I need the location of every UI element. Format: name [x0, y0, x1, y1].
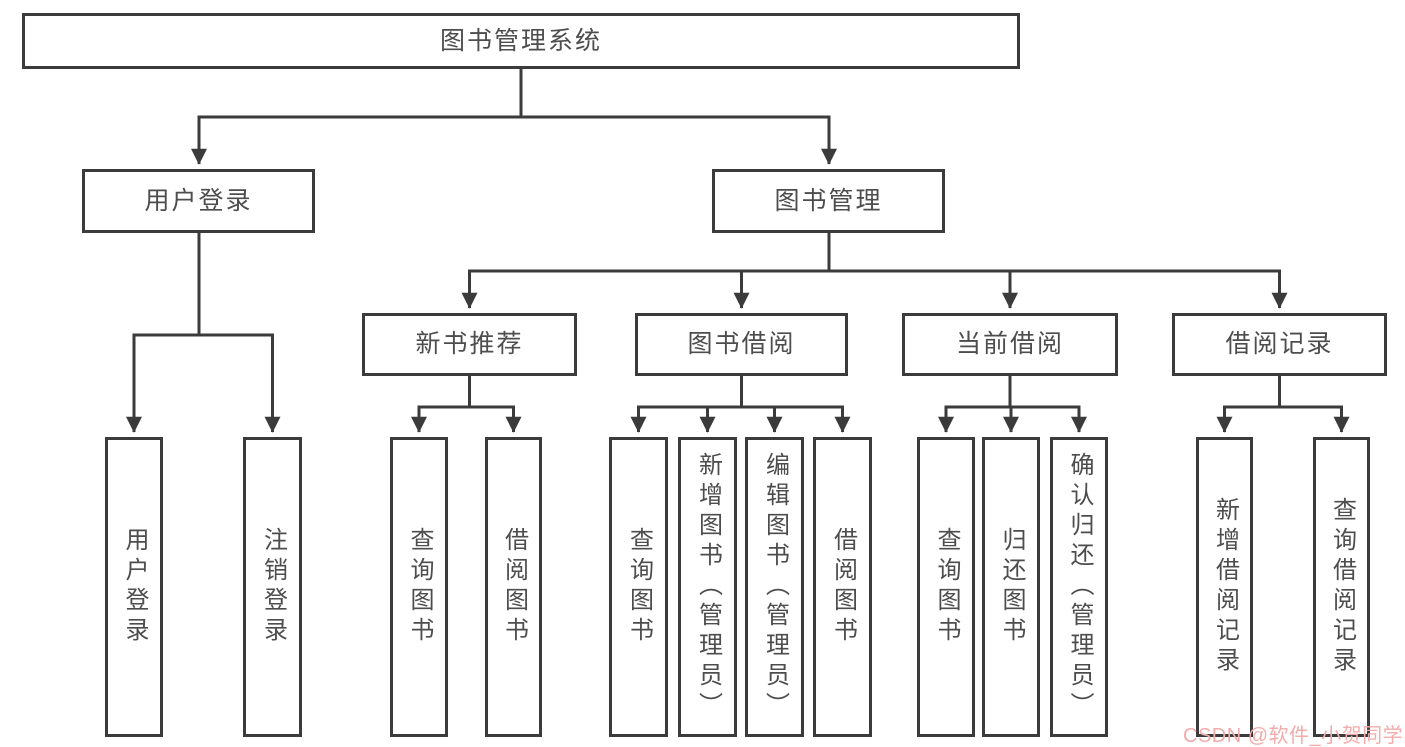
- node-user-login-label: 用户登录: [144, 186, 253, 215]
- leaf-nbr-query-books: 查询图书: [390, 437, 448, 737]
- leaf-bb-borrow-books-label: 借阅图书: [829, 527, 857, 647]
- node-system-root: 图书管理系统: [22, 13, 1020, 69]
- leaf-user-login-label: 用户登录: [121, 527, 148, 647]
- leaf-logout-label: 注销登录: [259, 527, 287, 647]
- node-current-borrowing: 当前借阅: [902, 313, 1118, 376]
- node-system-root-label: 图书管理系统: [439, 26, 602, 55]
- node-book-management-label: 图书管理: [774, 186, 883, 215]
- leaf-br-query-record: 查询借阅记录: [1313, 437, 1370, 737]
- leaf-nbr-borrow-books: 借阅图书: [485, 437, 542, 737]
- node-borrowing-records: 借阅记录: [1172, 313, 1387, 376]
- connector-borrowrecords-to-leaves: [1216, 376, 1350, 433]
- connector-bookborrow-to-leaves: [630, 376, 851, 433]
- connector-userlogin-to-leaves: [126, 233, 281, 433]
- leaf-bb-add-books-admin: 新增图书（管理员）: [678, 437, 737, 737]
- node-user-login: 用户登录: [82, 169, 315, 233]
- leaf-cb-query-books: 查询图书: [917, 437, 975, 737]
- leaf-nbr-query-books-label: 查询图书: [406, 527, 433, 647]
- leaf-cb-return-books-label: 归还图书: [998, 527, 1025, 647]
- node-new-book-recommendation: 新书推荐: [362, 313, 577, 376]
- node-borrowing-records-label: 借阅记录: [1225, 330, 1334, 358]
- leaf-bb-query-books-label: 查询图书: [625, 527, 653, 647]
- leaf-bb-add-books-admin-label: 新增图书（管理员）: [694, 452, 722, 722]
- leaf-bb-edit-books-admin: 编辑图书（管理员）: [745, 437, 804, 737]
- leaf-cb-confirm-return-admin: 确认归还（管理员）: [1050, 437, 1108, 737]
- leaf-bb-edit-books-admin-label: 编辑图书（管理员）: [761, 452, 789, 722]
- leaf-cb-return-books: 归还图书: [982, 437, 1040, 737]
- connector-newbookrec-to-leaves: [411, 376, 522, 433]
- connector-currentborrow-to-leaves: [938, 376, 1087, 433]
- connector-root-to-level2: [191, 69, 837, 165]
- node-book-borrowing-label: 图书借阅: [687, 330, 796, 358]
- leaf-cb-confirm-return-admin-label: 确认归还（管理员）: [1066, 452, 1093, 722]
- leaf-bb-borrow-books: 借阅图书: [813, 437, 872, 737]
- leaf-bb-query-books: 查询图书: [609, 437, 668, 737]
- csdn-watermark: CSDN @软件_小贺同学: [1183, 725, 1404, 747]
- leaf-br-add-record: 新增借阅记录: [1196, 437, 1253, 737]
- node-book-borrowing: 图书借阅: [635, 313, 848, 376]
- node-current-borrowing-label: 当前借阅: [955, 330, 1064, 358]
- leaf-user-login: 用户登录: [105, 437, 163, 737]
- leaf-br-query-record-label: 查询借阅记录: [1328, 497, 1356, 677]
- leaf-br-add-record-label: 新增借阅记录: [1211, 497, 1239, 677]
- leaf-logout: 注销登录: [243, 437, 302, 737]
- connector-bookmgmt-to-level3: [461, 233, 1288, 309]
- leaf-nbr-borrow-books-label: 借阅图书: [500, 527, 528, 647]
- leaf-cb-query-books-label: 查询图书: [933, 527, 960, 647]
- node-book-management: 图书管理: [712, 169, 945, 233]
- node-new-book-recommendation-label: 新书推荐: [415, 330, 524, 358]
